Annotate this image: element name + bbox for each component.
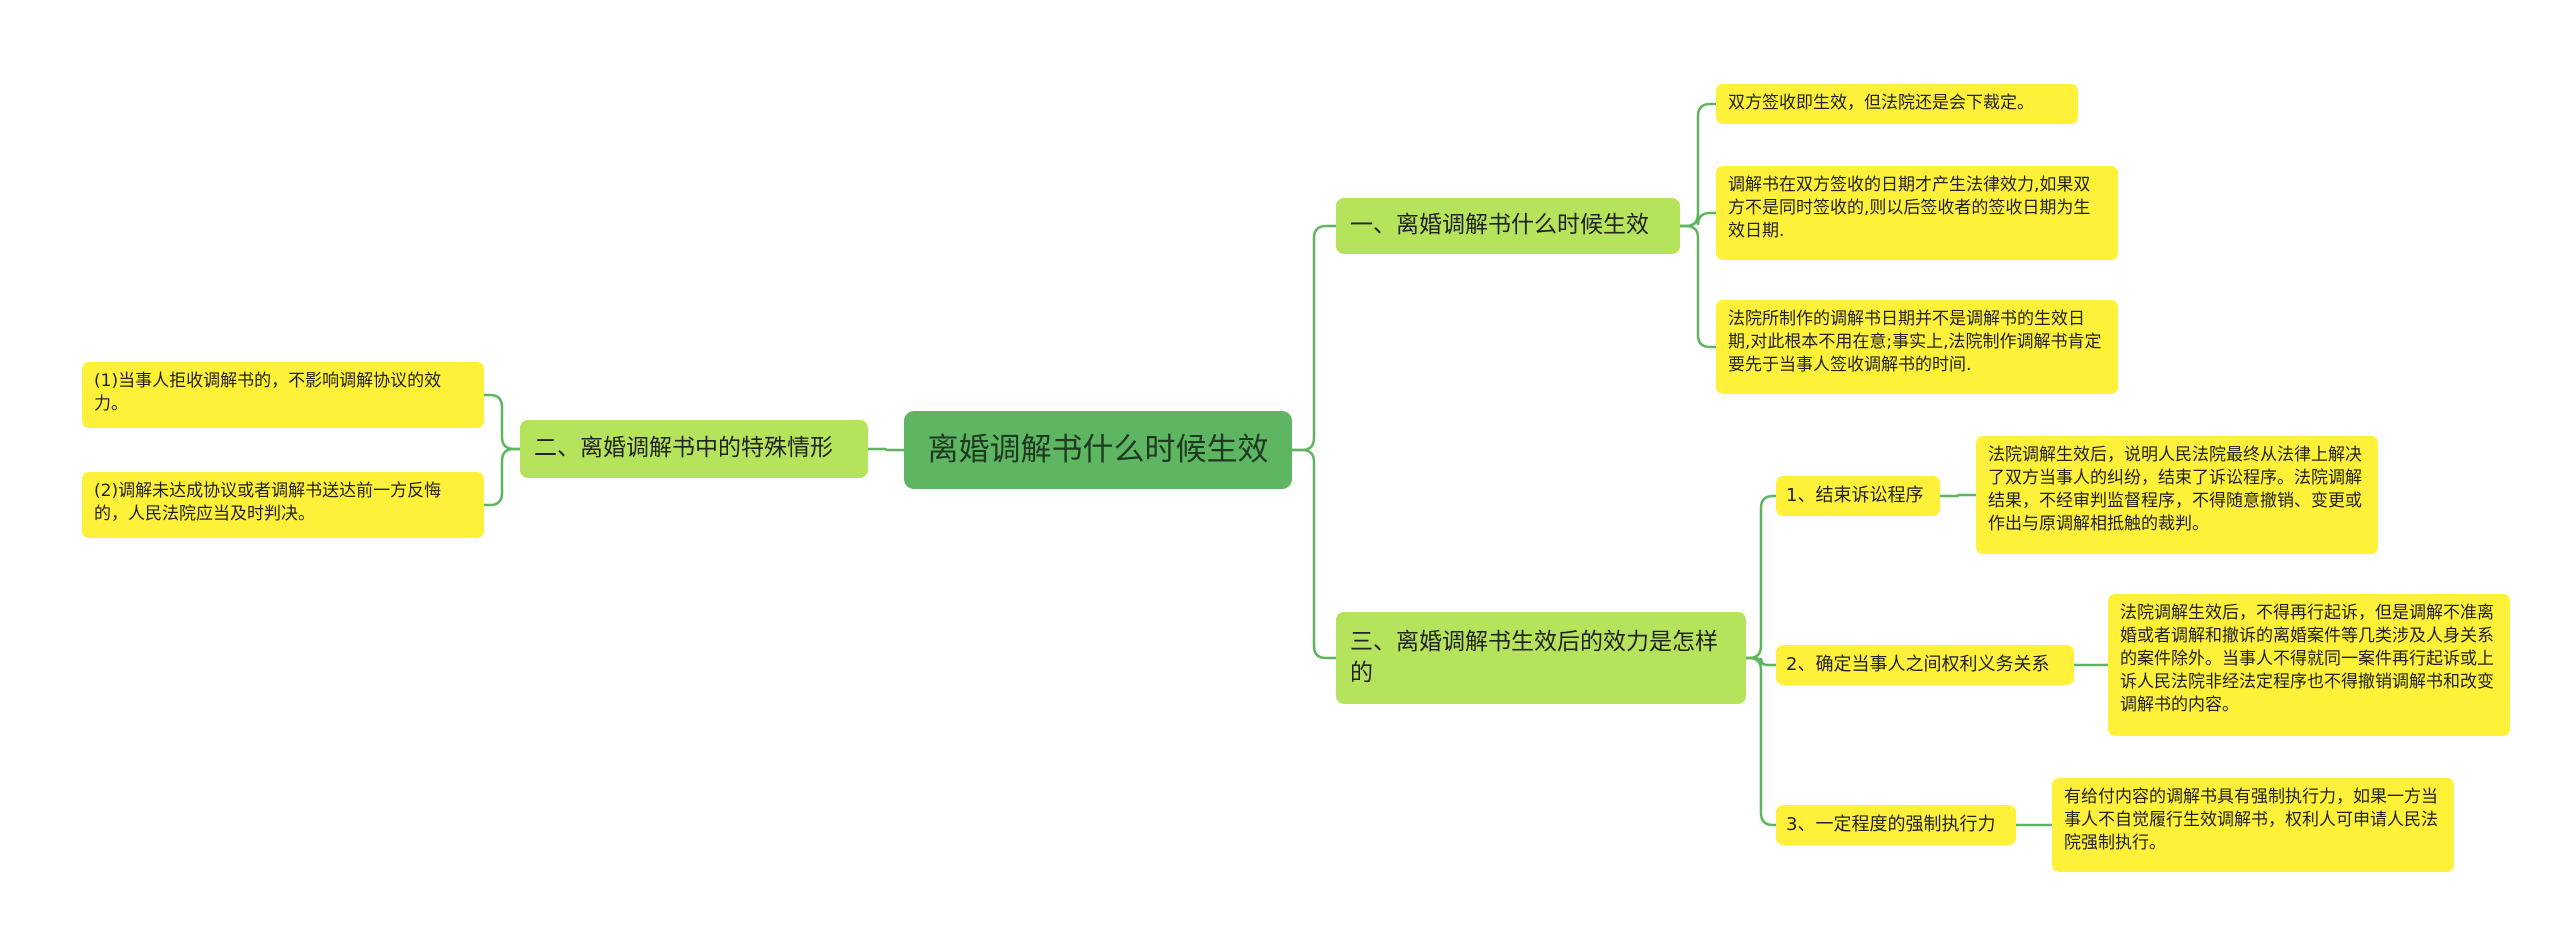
leaf-topic-3-2[interactable]: 法院调解生效后，不得再行起诉，但是调解不准离婚或者调解和撤诉的离婚案件等几类涉及… <box>2108 594 2510 736</box>
leaf-topic-3-3-text: 有给付内容的调解书具有强制执行力，如果一方当事人不自觉履行生效调解书，权利人可申… <box>2064 787 2438 854</box>
branch-topic-2[interactable]: 二、离婚调解书中的特殊情形 <box>520 420 868 478</box>
leaf-topic-1-3-text: 法院所制作的调解书日期并不是调解书的生效日期,对此根本不用在意;事实上,法院制作… <box>1728 309 2102 376</box>
leaf-topic-3-3[interactable]: 有给付内容的调解书具有强制执行力，如果一方当事人不自觉履行生效调解书，权利人可申… <box>2052 778 2454 872</box>
branch-topic-2-label: 二、离婚调解书中的特殊情形 <box>534 435 833 462</box>
sub-topic-3-2-label: 2、确定当事人之间权利义务关系 <box>1786 653 2050 675</box>
sub-topic-3-3[interactable]: 3、一定程度的强制执行力 <box>1776 805 2016 845</box>
root-topic[interactable]: 离婚调解书什么时候生效 <box>904 411 1292 489</box>
link-branch-1-leaf-3 <box>1680 224 1716 349</box>
root-topic-label: 离婚调解书什么时候生效 <box>927 431 1269 468</box>
link-branch-3-sub-2 <box>1746 656 1776 667</box>
leaf-topic-1-1-text: 双方签收即生效，但法院还是会下裁定。 <box>1728 93 2034 113</box>
branch-topic-1-label: 一、离婚调解书什么时候生效 <box>1350 212 1649 239</box>
sub-topic-3-3-label: 3、一定程度的强制执行力 <box>1786 813 1996 835</box>
link-branch-1-leaf-1 <box>1680 102 1716 228</box>
leaf-topic-1-1[interactable]: 双方签收即生效，但法院还是会下裁定。 <box>1716 84 2078 124</box>
link-root-branch-2 <box>868 447 904 452</box>
link-branch-1-leaf-2 <box>1680 211 1716 228</box>
link-branch-3-sub-3 <box>1746 656 1776 827</box>
leaf-topic-1-2[interactable]: 调解书在双方签收的日期才产生法律效力,如果双方不是同时签收的,则以后签收者的签收… <box>1716 166 2118 260</box>
leaf-topic-2-2[interactable]: (2)调解未达成协议或者调解书送达前一方反悔的，人民法院应当及时判决。 <box>82 472 484 538</box>
sub-topic-3-1[interactable]: 1、结束诉讼程序 <box>1776 476 1940 516</box>
leaf-topic-1-2-text: 调解书在双方签收的日期才产生法律效力,如果双方不是同时签收的,则以后签收者的签收… <box>1728 175 2091 242</box>
leaf-topic-1-3[interactable]: 法院所制作的调解书日期并不是调解书的生效日期,对此根本不用在意;事实上,法院制作… <box>1716 300 2118 394</box>
link-branch-2-leaf-1 <box>484 393 520 451</box>
link-root-branch-3 <box>1292 448 1336 660</box>
branch-topic-3-label: 三、离婚调解书生效后的效力是怎样的 <box>1350 628 1718 686</box>
sub-topic-3-2[interactable]: 2、确定当事人之间权利义务关系 <box>1776 645 2074 685</box>
leaf-topic-3-1[interactable]: 法院调解生效后，说明人民法院最终从法律上解决了双方当事人的纠纷，结束了诉讼程序。… <box>1976 436 2378 554</box>
leaf-topic-3-2-text: 法院调解生效后，不得再行起诉，但是调解不准离婚或者调解和撤诉的离婚案件等几类涉及… <box>2120 603 2494 716</box>
leaf-topic-3-1-text: 法院调解生效后，说明人民法院最终从法律上解决了双方当事人的纠纷，结束了诉讼程序。… <box>1988 445 2362 535</box>
link-root-branch-1 <box>1292 224 1336 452</box>
branch-topic-1[interactable]: 一、离婚调解书什么时候生效 <box>1336 198 1680 254</box>
leaf-topic-2-1[interactable]: (1)当事人拒收调解书的，不影响调解协议的效力。 <box>82 362 484 428</box>
link-branch-3-sub-1 <box>1746 494 1776 660</box>
link-branch-2-leaf-2 <box>484 447 520 507</box>
leaf-topic-2-2-text: (2)调解未达成协议或者调解书送达前一方反悔的，人民法院应当及时判决。 <box>94 481 442 525</box>
branch-topic-3[interactable]: 三、离婚调解书生效后的效力是怎样的 <box>1336 612 1746 704</box>
leaf-topic-2-1-text: (1)当事人拒收调解书的，不影响调解协议的效力。 <box>94 371 442 415</box>
link-sub-1-leaf <box>1940 493 1976 498</box>
sub-topic-3-1-label: 1、结束诉讼程序 <box>1786 484 1924 506</box>
